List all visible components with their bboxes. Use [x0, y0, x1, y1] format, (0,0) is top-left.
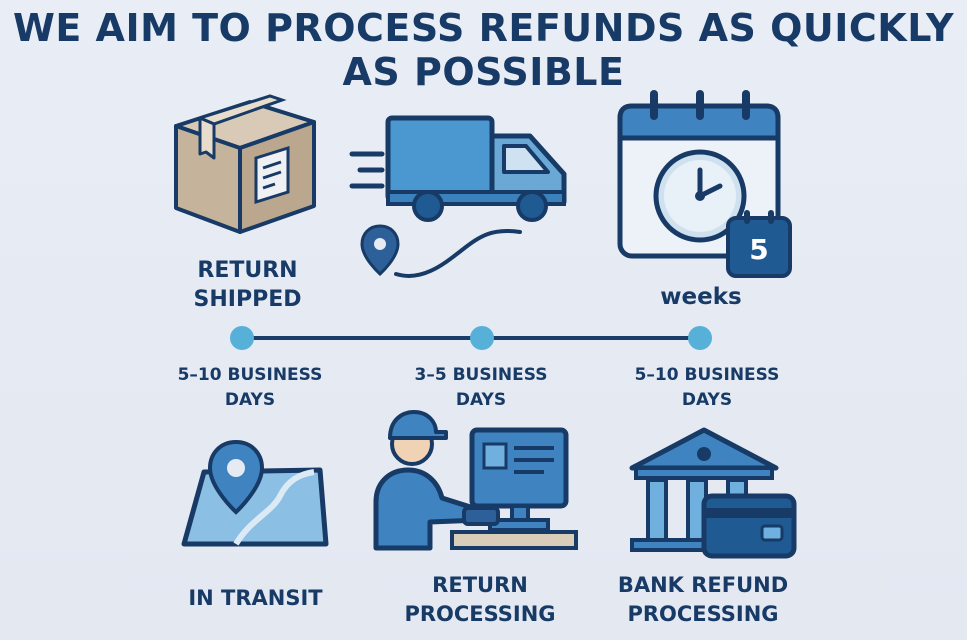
timeline-dot-2: [470, 326, 494, 350]
in-transit-label: IN TRANSIT: [188, 586, 323, 610]
page-title: WE AIM TO PROCESS REFUNDS AS QUICKLY AS …: [0, 6, 967, 94]
calendar-clock-icon: 5: [617, 90, 792, 278]
delivery-truck-icon: [349, 115, 567, 278]
bank-refund-processing-label: BANK REFUND PROCESSING: [617, 573, 789, 626]
timeline-dot-3: [688, 326, 712, 350]
duration-2: 3–5 BUSINESS DAYS: [414, 365, 548, 410]
map-pin-icon: [181, 439, 329, 547]
timeline-dot-1: [230, 326, 254, 350]
worker-computer-icon: [373, 410, 578, 551]
return-processing-label: RETURN PROCESSING: [404, 573, 556, 626]
duration-3: 5–10 BUSINESS DAYS: [634, 365, 780, 410]
title-line-1: WE AIM TO PROCESS REFUNDS AS QUICKLY: [12, 6, 955, 50]
package-box-icon: [174, 94, 316, 234]
bank-card-icon: [629, 427, 797, 559]
title-line-2: AS POSSIBLE: [342, 50, 625, 94]
calendar-badge-number: 5: [749, 233, 768, 266]
duration-1: 5–10 BUSINESS DAYS: [177, 365, 323, 410]
return-shipped-label: RETURN SHIPPED: [193, 258, 302, 312]
weeks-label: weeks: [660, 284, 742, 310]
